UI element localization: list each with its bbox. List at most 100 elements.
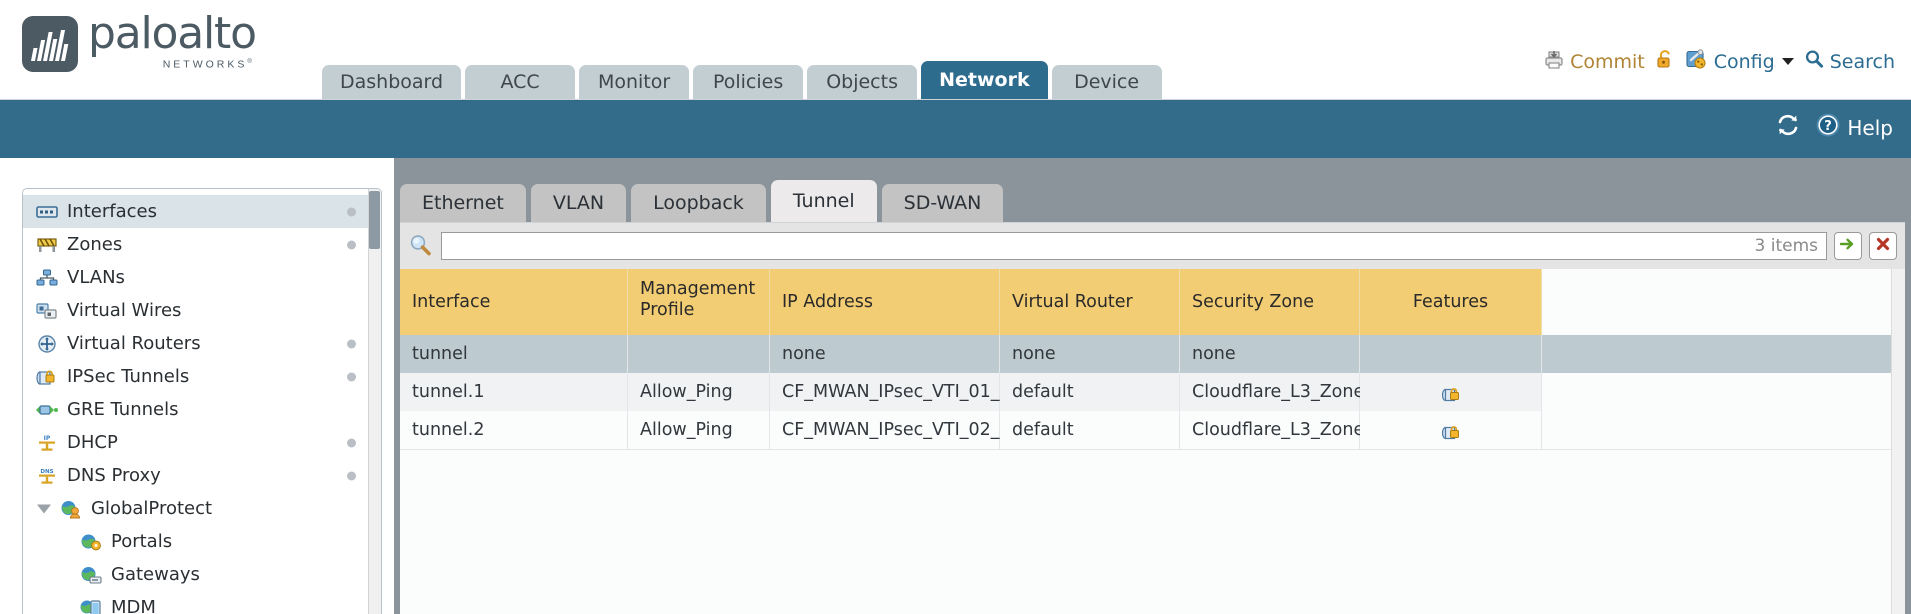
sidebar-scrollbar-thumb[interactable] xyxy=(369,191,380,249)
sidebar-item-mdm[interactable]: MDM xyxy=(23,591,368,614)
sidebar-status-dot xyxy=(347,438,356,447)
sidebar-item-globalprotect[interactable]: GlobalProtect xyxy=(23,492,368,525)
search-button[interactable]: Search xyxy=(1803,48,1895,75)
refresh-icon[interactable] xyxy=(1775,113,1801,142)
cell-interface[interactable]: tunnel.2 xyxy=(400,410,628,449)
cell-virtual-router: default xyxy=(1000,372,1180,411)
sidebar-item-gateways[interactable]: Gateways xyxy=(23,558,368,591)
sidebar-item-label: MDM xyxy=(111,597,156,614)
sidebar-item-dhcp[interactable]: IP DHCP xyxy=(23,426,368,459)
cell-management-profile: Allow_Ping xyxy=(628,410,770,449)
search-magnifier-icon xyxy=(408,233,434,259)
nav-tab-device[interactable]: Device xyxy=(1051,65,1162,99)
context-banner: ? Help xyxy=(0,100,1911,158)
nav-tab-dashboard[interactable]: Dashboard xyxy=(322,65,462,99)
sidebar-item-label: Virtual Routers xyxy=(67,333,201,354)
table-row[interactable]: tunnel none none none xyxy=(400,334,1905,373)
sidebar-item-interfaces[interactable]: Interfaces xyxy=(23,195,368,228)
sidebar-item-label: Interfaces xyxy=(67,201,157,222)
cell-spacer xyxy=(1542,411,1905,449)
cell-interface[interactable]: tunnel xyxy=(400,334,628,373)
cell-interface[interactable]: tunnel.1 xyxy=(400,372,628,411)
tunnel-interfaces-panel: 3 items Interface Management Profile IP … xyxy=(400,222,1905,614)
clear-filter-button[interactable] xyxy=(1869,232,1897,260)
item-count-label: 3 items xyxy=(1754,236,1818,256)
commit-button[interactable]: Commit xyxy=(1543,48,1645,75)
top-header-bar: paloalto NETWORKS® Dashboard ACC Monitor… xyxy=(0,0,1911,100)
cell-virtual-router: default xyxy=(1000,410,1180,449)
gateways-icon xyxy=(79,565,103,585)
cell-spacer xyxy=(1542,334,1905,373)
tab-loopback[interactable]: Loopback xyxy=(631,184,766,222)
sidebar-item-label: GlobalProtect xyxy=(91,498,213,519)
virtual-routers-icon xyxy=(35,334,59,354)
cell-ip-address: none xyxy=(770,334,1000,373)
config-key-icon xyxy=(1685,48,1709,75)
search-magnifier-icon xyxy=(1803,48,1825,75)
apply-filter-button[interactable] xyxy=(1834,232,1862,260)
column-header-virtual-router[interactable]: Virtual Router xyxy=(1000,269,1180,335)
expand-collapse-triangle-icon[interactable] xyxy=(37,504,51,513)
commit-save-icon xyxy=(1543,48,1565,75)
unlock-padlock-icon[interactable] xyxy=(1654,48,1676,75)
ipsec-tunnels-icon xyxy=(35,367,59,387)
table-scrollbar[interactable] xyxy=(1891,269,1905,614)
clear-filter-x-icon xyxy=(1873,234,1893,259)
table-row[interactable]: tunnel.1 Allow_Ping CF_MWAN_IPsec_VTI_01… xyxy=(400,372,1905,411)
column-header-management-profile[interactable]: Management Profile xyxy=(628,269,770,335)
cell-virtual-router: none xyxy=(1000,334,1180,373)
brand-logo[interactable]: paloalto NETWORKS® xyxy=(22,12,257,72)
nav-tab-acc[interactable]: ACC xyxy=(465,65,576,99)
zones-icon xyxy=(35,235,59,255)
nav-tab-objects[interactable]: Objects xyxy=(807,65,918,99)
sidebar-item-label: GRE Tunnels xyxy=(67,399,179,420)
left-sidebar: Interfaces Zones VLANs Virtual Wires xyxy=(22,188,382,614)
column-header-interface[interactable]: Interface xyxy=(400,269,628,335)
column-header-ip-address[interactable]: IP Address xyxy=(770,269,1000,335)
config-dropdown[interactable]: Config xyxy=(1685,48,1794,75)
table-body: tunnel none none none tunnel.1 Allow_Pin… xyxy=(400,334,1905,450)
sidebar-item-label: Portals xyxy=(111,531,173,552)
sidebar-status-dot xyxy=(347,471,356,480)
header-utilities: Commit Config xyxy=(1543,48,1895,75)
sidebar-item-portals[interactable]: Portals xyxy=(23,525,368,558)
sidebar-item-vlans[interactable]: VLANs xyxy=(23,261,368,294)
globalprotect-icon xyxy=(59,499,83,519)
sidebar-item-dns-proxy[interactable]: DNS DNS Proxy xyxy=(23,459,368,492)
sidebar-item-label: Virtual Wires xyxy=(67,300,182,321)
cell-security-zone: none xyxy=(1180,334,1360,373)
nav-tab-policies[interactable]: Policies xyxy=(693,65,804,99)
interface-type-tabs: Ethernet VLAN Loopback Tunnel SD-WAN xyxy=(400,180,1004,222)
sidebar-status-dot xyxy=(347,372,356,381)
column-header-security-zone[interactable]: Security Zone xyxy=(1180,269,1360,335)
sidebar-item-virtual-routers[interactable]: Virtual Routers xyxy=(23,327,368,360)
table-header-row: Interface Management Profile IP Address … xyxy=(400,269,1905,335)
cell-ip-address: CF_MWAN_IPsec_VTI_02_... xyxy=(770,410,1016,449)
table-row[interactable]: tunnel.2 Allow_Ping CF_MWAN_IPsec_VTI_02… xyxy=(400,410,1905,450)
nav-tab-monitor[interactable]: Monitor xyxy=(579,65,690,99)
content-area: Ethernet VLAN Loopback Tunnel SD-WAN 3 i… xyxy=(394,158,1911,614)
tab-tunnel[interactable]: Tunnel xyxy=(770,180,877,222)
sidebar-item-zones[interactable]: Zones xyxy=(23,228,368,261)
sidebar-scrollbar[interactable] xyxy=(368,189,381,614)
cell-security-zone: Cloudflare_L3_Zone xyxy=(1180,410,1364,449)
sidebar-item-label: DHCP xyxy=(67,432,118,453)
tab-vlan[interactable]: VLAN xyxy=(530,184,627,222)
chevron-down-icon xyxy=(1781,58,1794,65)
sidebar-item-ipsec-tunnels[interactable]: IPSec Tunnels xyxy=(23,360,368,393)
sidebar-status-dot xyxy=(347,207,356,216)
dns-proxy-icon: DNS xyxy=(35,466,59,486)
virtual-wires-icon xyxy=(35,301,59,321)
nav-tab-network[interactable]: Network xyxy=(921,61,1048,99)
sidebar-item-virtual-wires[interactable]: Virtual Wires xyxy=(23,294,368,327)
sidebar-item-gre-tunnels[interactable]: GRE Tunnels xyxy=(23,393,368,426)
cell-spacer xyxy=(1542,373,1905,411)
banner-actions: ? Help xyxy=(1775,112,1893,143)
tab-sd-wan[interactable]: SD-WAN xyxy=(881,184,1004,222)
tab-ethernet[interactable]: Ethernet xyxy=(400,184,526,222)
help-button[interactable]: ? Help xyxy=(1815,112,1893,143)
search-input[interactable]: 3 items xyxy=(441,232,1827,260)
cell-management-profile: Allow_Ping xyxy=(628,372,770,411)
column-header-features[interactable]: Features xyxy=(1360,269,1542,335)
portals-icon xyxy=(79,532,103,552)
